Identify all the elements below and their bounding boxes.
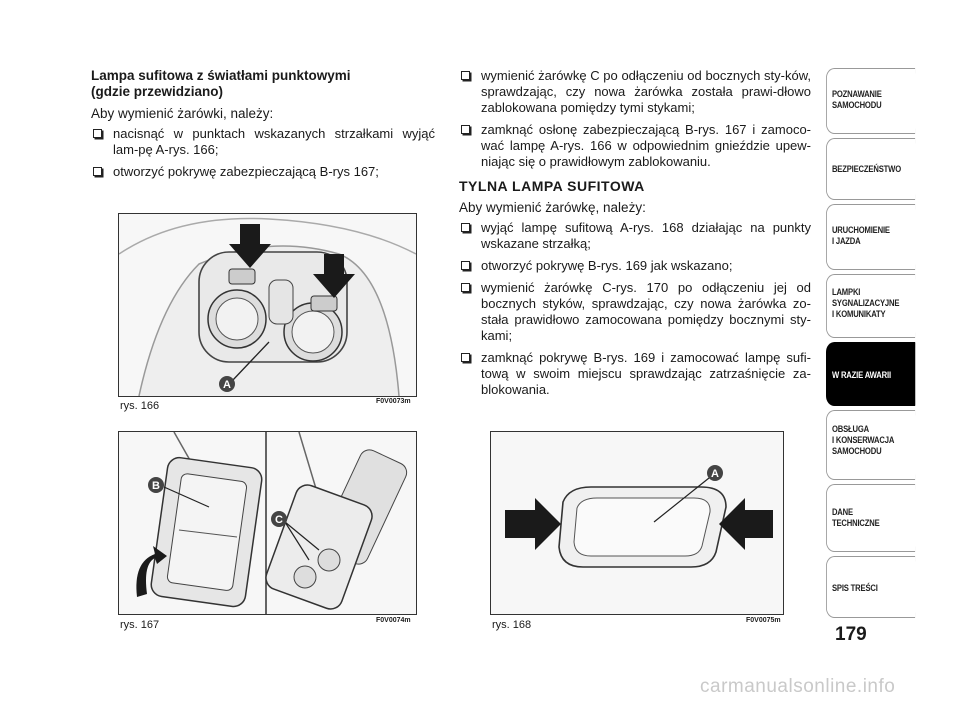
tab-obsluga-i-konserwacja[interactable]: OBSŁUGA I KONSERWACJA SAMOCHODU: [826, 410, 916, 480]
checkbox-bullet-icon: [461, 223, 470, 232]
instruction-list: wymienić żarówkę C po odłączeniu od bocz…: [459, 68, 811, 170]
instruction-list: wyjąć lampę sufitową A-rys. 168 działają…: [459, 220, 811, 398]
watermark: carmanualsonline.info: [700, 676, 896, 697]
list-item: zamknąć osłonę zabezpieczającą B-rys. 16…: [459, 122, 811, 170]
lamp-illustration-167: B C: [119, 432, 416, 614]
section-heading: Lampa sufitowa z światłami punktowymi (g…: [91, 68, 351, 99]
tab-spis-tresci[interactable]: SPIS TREŚCI: [826, 556, 916, 618]
checkbox-bullet-icon: [461, 353, 470, 362]
intro-text: Aby wymienić żarówki, należy:: [91, 106, 274, 121]
left-column: Lampa sufitowa z światłami punktowymi (g…: [91, 68, 435, 186]
tab-uruchomienie-i-jazda[interactable]: URUCHOMIENIE I JAZDA: [826, 204, 916, 270]
label-a: A: [711, 468, 719, 480]
figure-168: A: [490, 431, 784, 615]
figure-166: A: [118, 213, 417, 397]
list-item: otworzyć pokrywę B-rys. 169 jak wskazano…: [459, 258, 811, 274]
instruction-list: nacisnąć w punktach wskazanych strzałkam…: [91, 126, 435, 180]
figure-caption: rys. 167: [120, 619, 160, 631]
chapter-sidebar: POZNAWANIE SAMOCHODU BEZPIECZEŃSTWO URUC…: [826, 68, 916, 622]
checkbox-bullet-icon: [461, 71, 470, 80]
list-item: wymienić żarówkę C po odłączeniu od bocz…: [459, 68, 811, 116]
checkbox-bullet-icon: [93, 167, 102, 176]
figure-code: F0V0074m: [376, 617, 411, 624]
lamp-illustration-166: A: [119, 214, 416, 396]
tab-poznawanie-samochodu[interactable]: POZNAWANIE SAMOCHODU: [826, 68, 916, 134]
figure-caption: rys. 166: [120, 400, 160, 412]
list-item: zamknąć pokrywę B-rys. 169 i zamocować l…: [459, 350, 811, 398]
list-item: nacisnąć w punktach wskazanych strzałkam…: [91, 126, 435, 158]
list-item: wymienić żarówkę C-rys. 170 po odłączeni…: [459, 280, 811, 344]
checkbox-bullet-icon: [461, 125, 470, 134]
tab-bezpieczenstwo[interactable]: BEZPIECZEŃSTWO: [826, 138, 916, 200]
label-b: B: [152, 480, 160, 492]
figure-code: F0V0073m: [376, 398, 411, 405]
lamp-illustration-168: A: [491, 432, 783, 614]
right-column: wymienić żarówkę C po odłączeniu od bocz…: [459, 68, 811, 404]
page-number: 179: [835, 624, 867, 645]
checkbox-bullet-icon: [93, 129, 102, 138]
intro-text: Aby wymienić żarówkę, należy:: [459, 200, 646, 215]
list-item: wyjąć lampę sufitową A-rys. 168 działają…: [459, 220, 811, 252]
section-title: TYLNA LAMPA SUFITOWA: [459, 178, 645, 194]
checkbox-bullet-icon: [461, 283, 470, 292]
tab-lampki-sygnalizacyjne[interactable]: LAMPKI SYGNALIZACYJNE I KOMUNIKATY: [826, 274, 916, 338]
figure-167: B C: [118, 431, 417, 615]
figure-code: F0V0075m: [746, 617, 781, 624]
tab-w-razie-awarii[interactable]: W RAZIE AWARII: [826, 342, 916, 406]
list-item: otworzyć pokrywę zabezpieczającą B-rys 1…: [91, 164, 435, 180]
label-a: A: [223, 379, 231, 391]
figure-caption: rys. 168: [492, 619, 532, 631]
checkbox-bullet-icon: [461, 261, 470, 270]
tab-dane-techniczne[interactable]: DANE TECHNICZNE: [826, 484, 916, 552]
label-c: C: [275, 514, 283, 526]
